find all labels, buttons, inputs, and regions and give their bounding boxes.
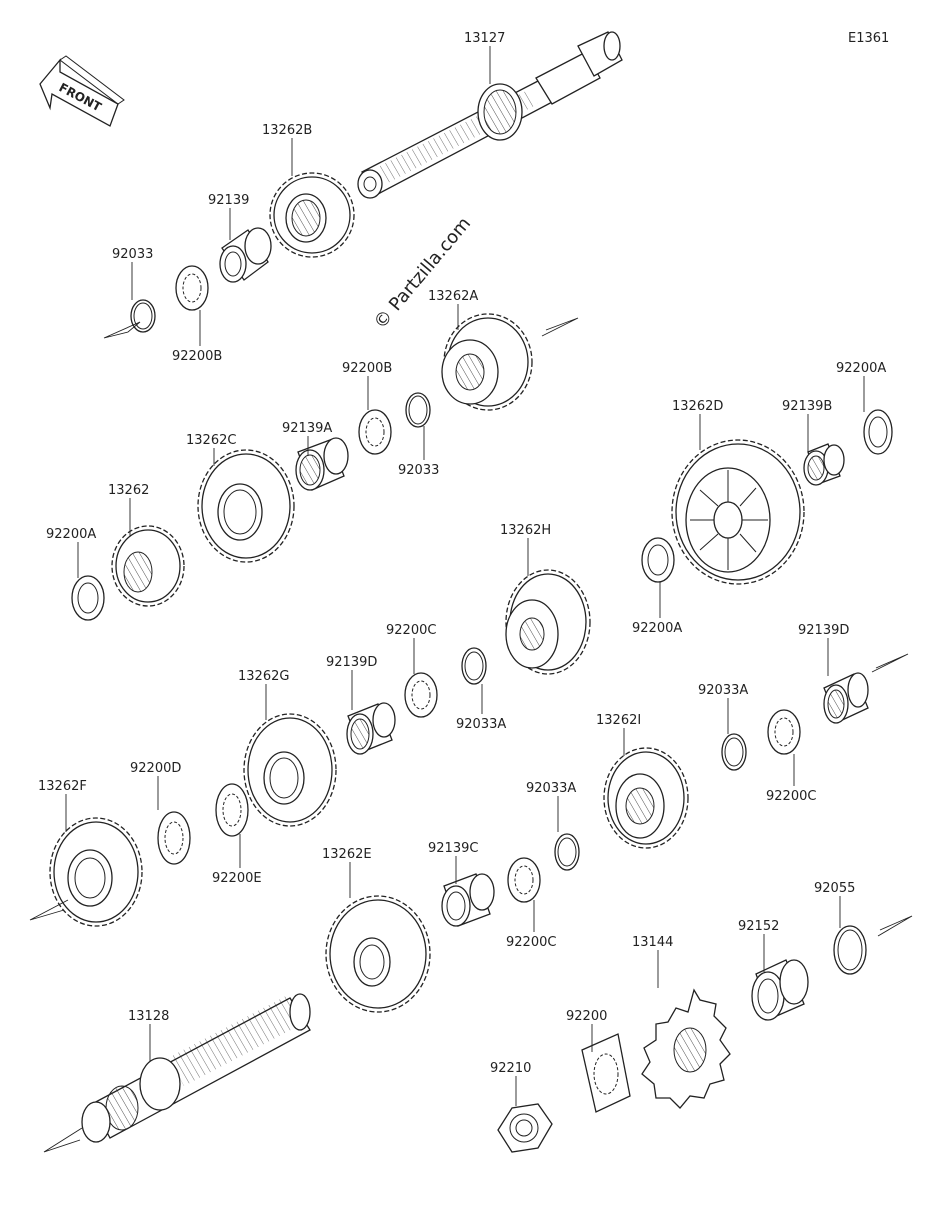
- label-13262H[interactable]: 13262H: [500, 523, 551, 538]
- label-92139D-b[interactable]: 92139D: [798, 623, 849, 638]
- main-shaft-13127: [357, 31, 623, 199]
- label-92033A-a[interactable]: 92033A: [456, 717, 506, 732]
- circlip-92033A-b-icon: [721, 733, 747, 771]
- label-92200E[interactable]: 92200E: [212, 871, 262, 886]
- label-92139A[interactable]: 92139A: [282, 421, 332, 436]
- gear-13262C-icon: [197, 449, 295, 563]
- label-13262[interactable]: 13262: [108, 483, 149, 498]
- gear-13262G-icon: [243, 713, 337, 827]
- bearing-92139-icon: [219, 227, 272, 283]
- label-92200C-b[interactable]: 92200C: [766, 789, 816, 804]
- washer-92200C-c-icon: [507, 857, 541, 903]
- label-13262F[interactable]: 13262F: [38, 779, 87, 794]
- gear-13262A-icon: [441, 313, 533, 411]
- label-92200B-top[interactable]: 92200B: [172, 349, 222, 364]
- gear-13262B-icon: [269, 172, 355, 258]
- label-92200D[interactable]: 92200D: [130, 761, 181, 776]
- label-13144[interactable]: 13144: [632, 935, 673, 950]
- bearing-92139B-icon: [803, 443, 845, 486]
- washer-92200D-icon: [157, 811, 191, 865]
- circlip-92033-icon: [130, 299, 156, 333]
- collar-92152-icon: [751, 959, 809, 1021]
- gear-13262E-icon: [325, 895, 431, 1013]
- label-13262E[interactable]: 13262E: [322, 847, 372, 862]
- label-92139B[interactable]: 92139B: [782, 399, 832, 414]
- nut-92210-icon: [497, 1103, 553, 1153]
- label-92152[interactable]: 92152: [738, 919, 779, 934]
- label-92210[interactable]: 92210: [490, 1061, 531, 1076]
- label-92033A-c[interactable]: 92033A: [526, 781, 576, 796]
- label-13262G[interactable]: 13262G: [238, 669, 289, 684]
- label-13262A[interactable]: 13262A: [428, 289, 478, 304]
- gear-13262I-icon: [603, 747, 689, 849]
- label-92139[interactable]: 92139: [208, 193, 249, 208]
- part-labels: 13127 13262B 92139 92033 92200B 13262A 9…: [38, 31, 886, 1106]
- label-92139C[interactable]: 92139C: [428, 841, 478, 856]
- label-92200A-left[interactable]: 92200A: [46, 527, 96, 542]
- washer-92200A-left-icon: [71, 575, 105, 621]
- circlip-92033A-a-icon: [461, 647, 487, 685]
- output-shaft-13128: [81, 993, 311, 1143]
- bearing-92139A-icon: [295, 437, 349, 491]
- label-92139D-a[interactable]: 92139D: [326, 655, 377, 670]
- label-92200A-center[interactable]: 92200A: [632, 621, 682, 636]
- gear-13262-icon: [111, 525, 185, 607]
- label-92200C-c[interactable]: 92200C: [506, 935, 556, 950]
- gear-13262D-icon: [671, 439, 805, 585]
- label-92200C-a[interactable]: 92200C: [386, 623, 436, 638]
- bearing-92139D-a-icon: [346, 702, 396, 755]
- label-13127[interactable]: 13127: [464, 31, 505, 46]
- washer-92200B-mid-icon: [358, 409, 392, 455]
- circlip-92033A-c-icon: [554, 833, 580, 871]
- diagram-code: E1361: [848, 31, 889, 46]
- lock-washer-92200-icon: [581, 1033, 631, 1113]
- watermark: © Partzilla.com: [370, 213, 475, 333]
- washer-92200C-a-icon: [404, 672, 438, 718]
- label-13262D[interactable]: 13262D: [672, 399, 723, 414]
- label-92200A-right[interactable]: 92200A: [836, 361, 886, 376]
- label-92033-mid[interactable]: 92033: [398, 463, 439, 478]
- label-92033[interactable]: 92033: [112, 247, 153, 262]
- label-92200B-mid[interactable]: 92200B: [342, 361, 392, 376]
- label-13262I[interactable]: 13262I: [596, 713, 641, 728]
- washer-92200A-right-icon: [863, 409, 893, 455]
- gear-13262H-icon: [505, 569, 591, 675]
- front-arrow-icon: FRONT: [39, 55, 125, 127]
- label-13128[interactable]: 13128: [128, 1009, 169, 1024]
- washer-92200C-b-icon: [767, 709, 801, 755]
- sprocket-13144-icon: [641, 988, 731, 1109]
- bearing-92139C-icon: [441, 873, 495, 927]
- ring-92055-icon: [833, 925, 867, 975]
- label-92200[interactable]: 92200: [566, 1009, 607, 1024]
- circlip-92033-mid-icon: [405, 392, 431, 428]
- label-92055[interactable]: 92055: [814, 881, 855, 896]
- bearing-92139D-b-icon: [823, 672, 869, 724]
- label-13262C[interactable]: 13262C: [186, 433, 236, 448]
- washer-92200B-icon: [175, 265, 209, 311]
- washer-92200A-center-icon: [641, 537, 675, 583]
- label-92033A-b[interactable]: 92033A: [698, 683, 748, 698]
- washer-92200E-icon: [215, 783, 249, 837]
- gear-13262F-icon: [49, 817, 143, 927]
- label-13262B[interactable]: 13262B: [262, 123, 312, 138]
